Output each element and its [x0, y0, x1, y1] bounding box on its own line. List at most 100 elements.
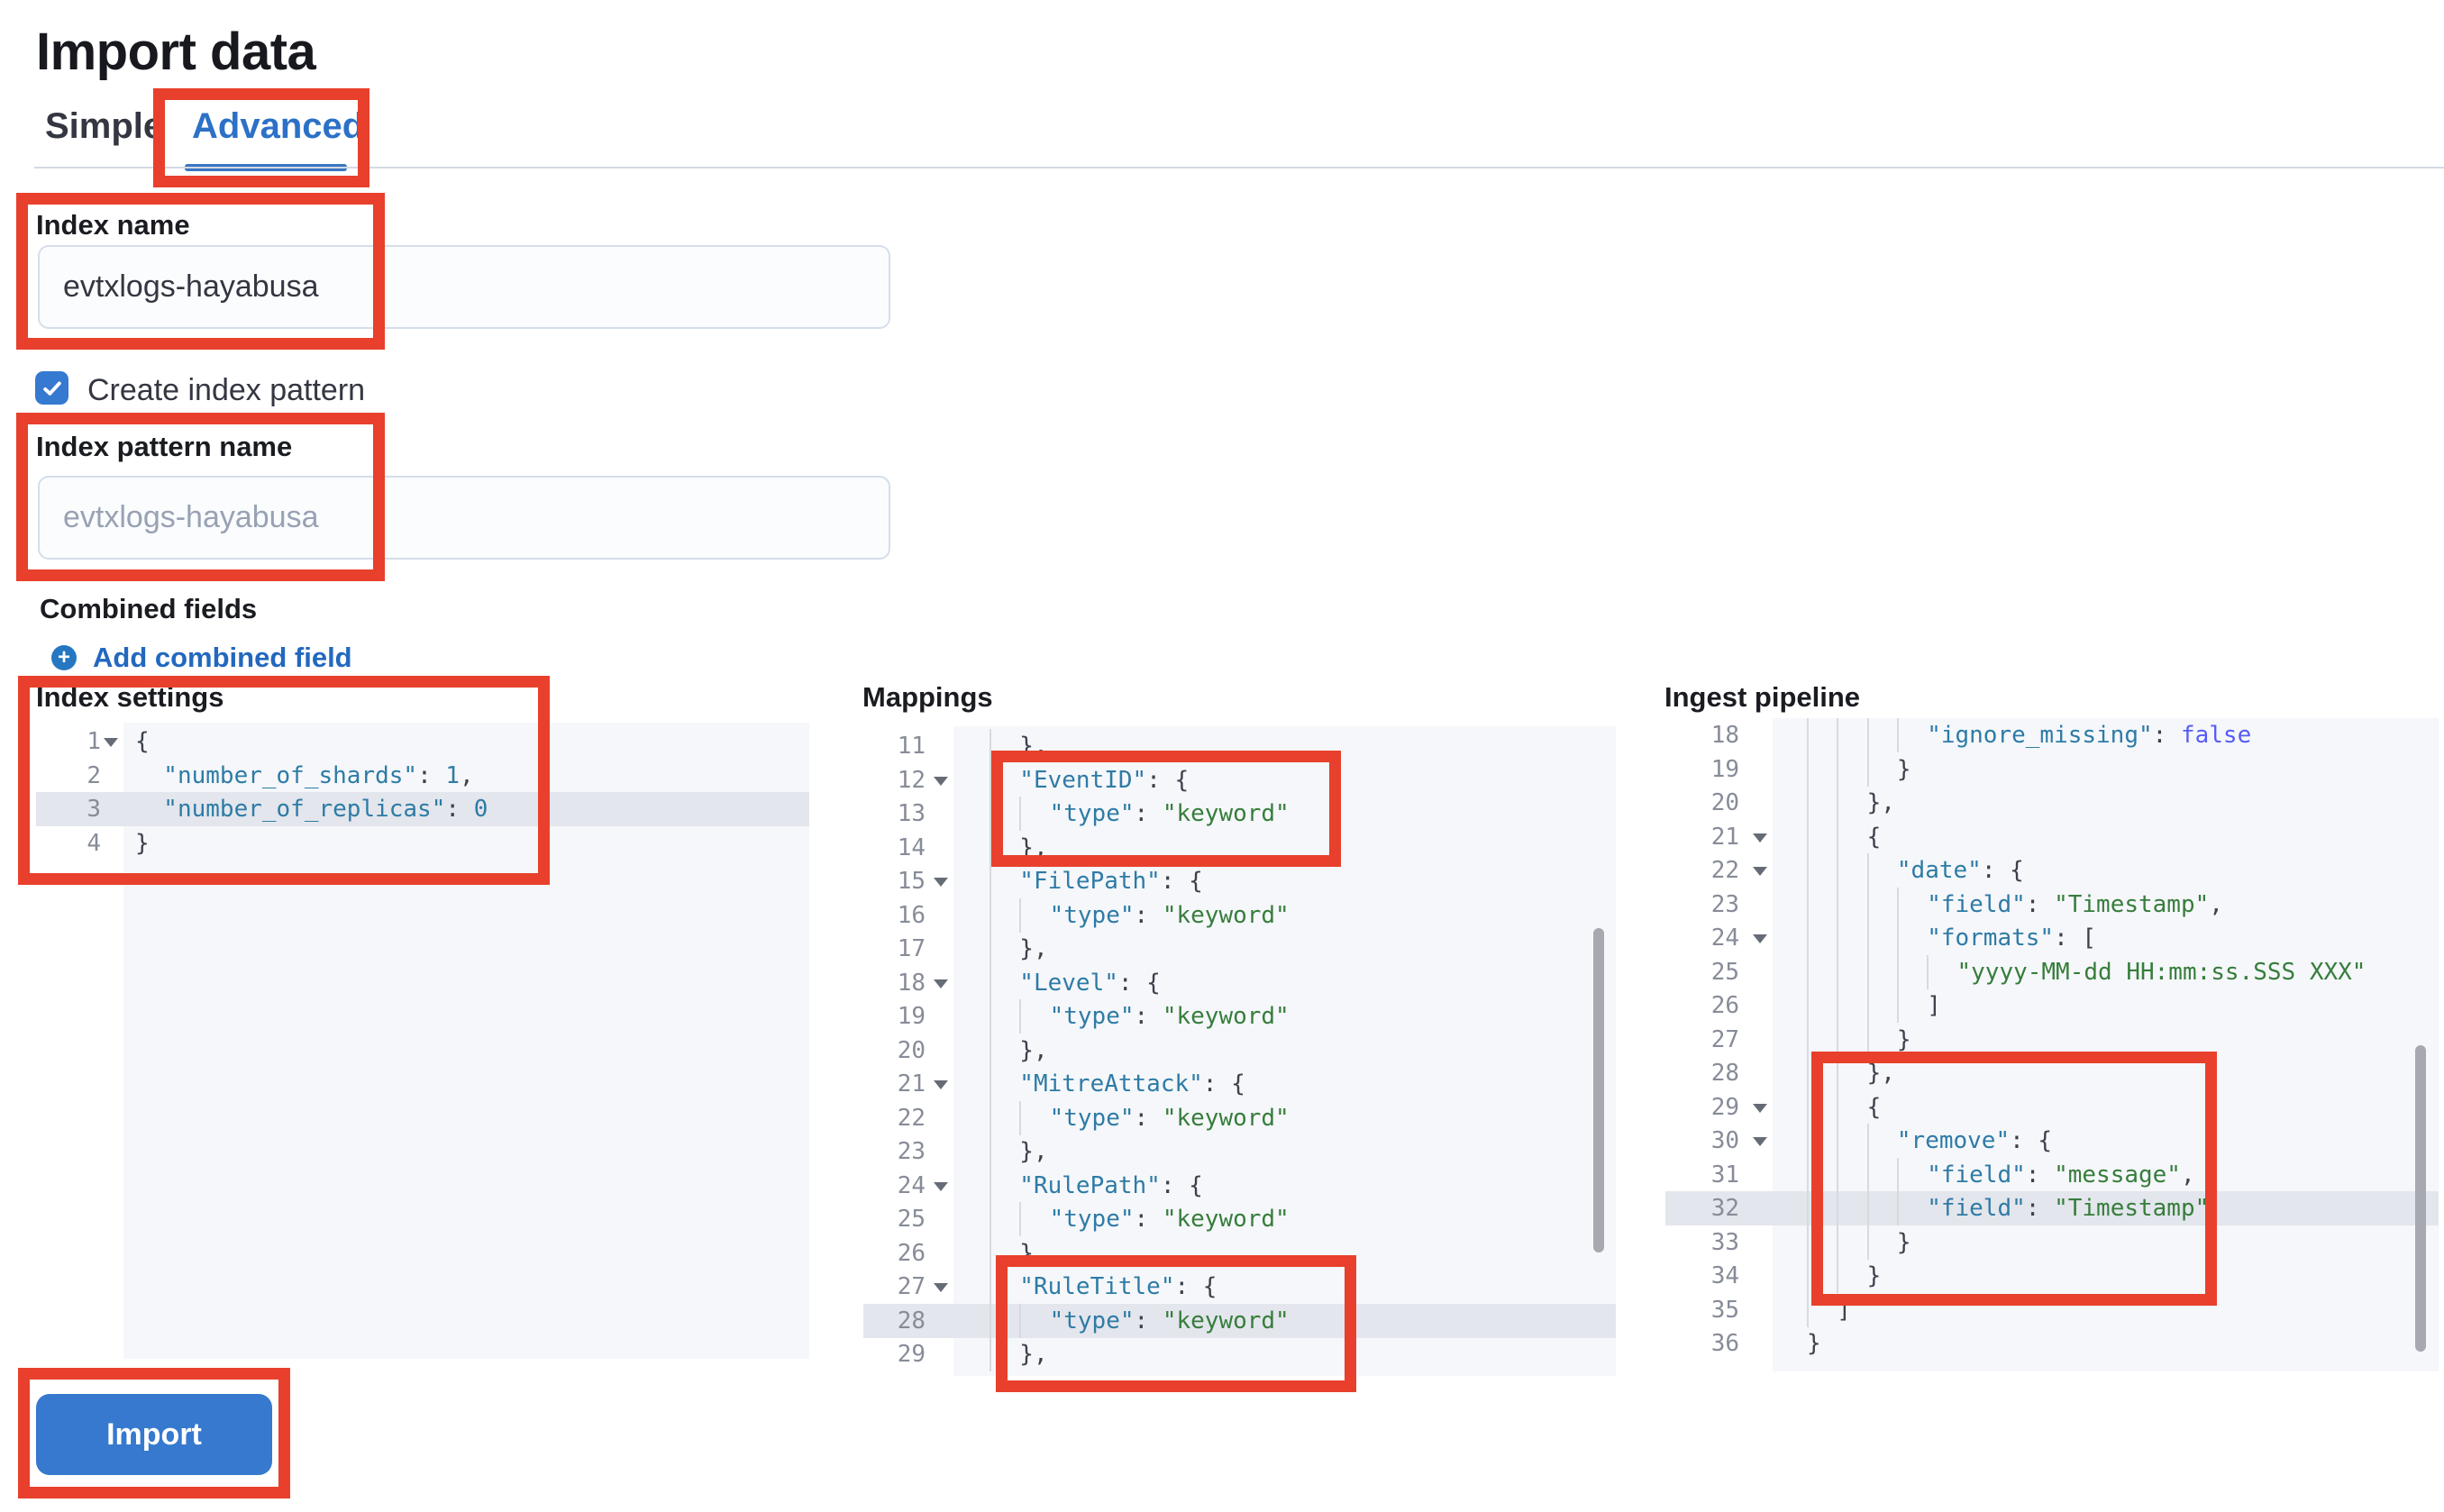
line-number: 19	[897, 1003, 926, 1030]
line-number: 4	[87, 829, 101, 857]
editor-scrollbar[interactable]	[1593, 928, 1604, 1252]
line-number: 27	[863, 1270, 953, 1304]
editor-scrollbar[interactable]	[2415, 1045, 2426, 1352]
index-pattern-name-input[interactable]: evtxlogs-hayabusa	[38, 476, 890, 560]
line-number: 22	[897, 1104, 926, 1132]
editor-gutter	[863, 726, 953, 1376]
line-number: 18	[1710, 722, 1739, 749]
line-number: 13	[897, 800, 926, 827]
code-line: }	[1807, 1259, 1881, 1293]
index-pattern-name-label: Index pattern name	[36, 431, 293, 462]
line-number: 19	[1710, 755, 1739, 783]
fold-arrow-icon[interactable]	[104, 738, 118, 747]
fold-arrow-icon[interactable]	[1753, 867, 1767, 876]
index-pattern-name-placeholder: evtxlogs-hayabusa	[63, 500, 319, 534]
import-button[interactable]: Import	[36, 1394, 272, 1475]
code-line: "yyyy-MM-dd HH:mm:ss.SSS XXX"	[1807, 954, 2366, 989]
tab-simple[interactable]: Simple	[45, 106, 164, 146]
line-number: 28	[1710, 1060, 1739, 1087]
line-number: 26	[1710, 992, 1739, 1019]
line-number: 20	[897, 1036, 926, 1064]
ingest-pipeline-label: Ingest pipeline	[1664, 681, 1861, 713]
line-number: 22	[1665, 853, 1773, 888]
fold-arrow-icon[interactable]	[1753, 1137, 1767, 1146]
line-number: 18	[863, 966, 953, 1000]
editor-gutter	[36, 723, 123, 1359]
fold-arrow-icon[interactable]	[934, 1283, 948, 1292]
fold-arrow-icon[interactable]	[1753, 934, 1767, 943]
page-title: Import data	[36, 23, 316, 81]
ingest-pipeline-editor[interactable]: 18 "ignore_missing": false 19} 20}, 21 {22 "da…	[1665, 718, 2439, 1371]
line-number: 16	[897, 901, 926, 929]
code-line: "RulePath": {	[989, 1168, 1203, 1203]
code-line: "EventID": {	[989, 762, 1189, 797]
code-line: }	[135, 829, 150, 857]
line-number: 34	[1710, 1262, 1739, 1289]
fold-arrow-icon[interactable]	[934, 1080, 948, 1089]
code-line: "remove": {	[1807, 1124, 2052, 1158]
line-number: 24	[1665, 921, 1773, 955]
line-number: 29	[897, 1341, 926, 1368]
code-line: "number_of_shards": 1,	[163, 761, 474, 789]
line-number: 3	[87, 796, 101, 823]
code-line: },	[989, 1235, 1048, 1271]
code-line: "date": {	[1807, 853, 2024, 888]
line-number: 1	[36, 724, 123, 759]
code-line: "type": "keyword"	[989, 1303, 1290, 1338]
code-line: "formats": [	[1807, 921, 2096, 955]
editor-gutter	[1665, 718, 1773, 1371]
tabs-divider	[34, 167, 2444, 169]
line-number: 25	[897, 1206, 926, 1233]
code-line: "type": "keyword"	[989, 1202, 1290, 1236]
line-number: 23	[1710, 890, 1739, 918]
line-number: 2	[87, 761, 101, 789]
code-line: "MitreAttack": {	[989, 1067, 1245, 1101]
fold-arrow-icon[interactable]	[934, 979, 948, 988]
line-number: 30	[1665, 1124, 1773, 1158]
code-line: "field": "message",	[1807, 1157, 2195, 1192]
code-line: "ignore_missing": false	[1807, 718, 2251, 752]
mappings-editor[interactable]: 11},12"EventID": {13"type": "keyword"14}…	[863, 726, 1616, 1376]
line-number: 32	[1710, 1195, 1739, 1222]
code-line: "type": "keyword"	[989, 897, 1290, 933]
code-line: },	[989, 1033, 1048, 1068]
index-name-value: evtxlogs-hayabusa	[63, 269, 319, 304]
add-combined-field-label: Add combined field	[93, 642, 352, 673]
line-number: 36	[1710, 1330, 1739, 1357]
code-line: },	[989, 1134, 1048, 1169]
mappings-label: Mappings	[862, 681, 993, 713]
code-line: {	[135, 728, 150, 755]
line-number: 20	[1710, 789, 1739, 816]
index-name-label: Index name	[36, 209, 190, 241]
line-number: 27	[1710, 1025, 1739, 1053]
active-line-highlight	[1665, 1191, 2439, 1225]
code-line: "type": "keyword"	[989, 1100, 1290, 1135]
add-combined-field-link[interactable]: + Add combined field	[51, 642, 352, 674]
line-number: 24	[863, 1169, 953, 1203]
code-line: }	[1807, 1225, 1911, 1260]
fold-arrow-icon[interactable]	[1753, 1103, 1767, 1113]
line-number: 12	[863, 763, 953, 797]
code-line: "Level": {	[989, 965, 1161, 1000]
create-index-pattern-label: Create index pattern	[87, 373, 366, 407]
code-line: "field": "Timestamp",	[1807, 887, 2223, 922]
code-line: "type": "keyword"	[989, 999, 1290, 1034]
fold-arrow-icon[interactable]	[1753, 833, 1767, 843]
code-line: {	[1807, 1089, 1881, 1125]
line-number: 23	[897, 1138, 926, 1165]
editor-content	[1773, 718, 2439, 1371]
tab-advanced[interactable]: Advanced	[192, 106, 365, 146]
code-line: },	[989, 729, 1048, 763]
code-line: },	[1807, 1056, 1895, 1090]
line-number: 15	[863, 864, 953, 898]
fold-arrow-icon[interactable]	[934, 878, 948, 887]
fold-arrow-icon[interactable]	[934, 776, 948, 786]
create-index-pattern-checkbox[interactable]	[35, 371, 68, 405]
code-line: }	[1807, 751, 1911, 787]
index-settings-editor[interactable]: 1{2"number_of_shards": 1,3"number_of_rep…	[36, 723, 809, 1359]
fold-arrow-icon[interactable]	[934, 1181, 948, 1191]
line-number: 21	[1665, 820, 1773, 854]
index-name-input[interactable]: evtxlogs-hayabusa	[38, 245, 890, 329]
line-number: 21	[863, 1067, 953, 1101]
code-line: },	[1807, 786, 1895, 820]
